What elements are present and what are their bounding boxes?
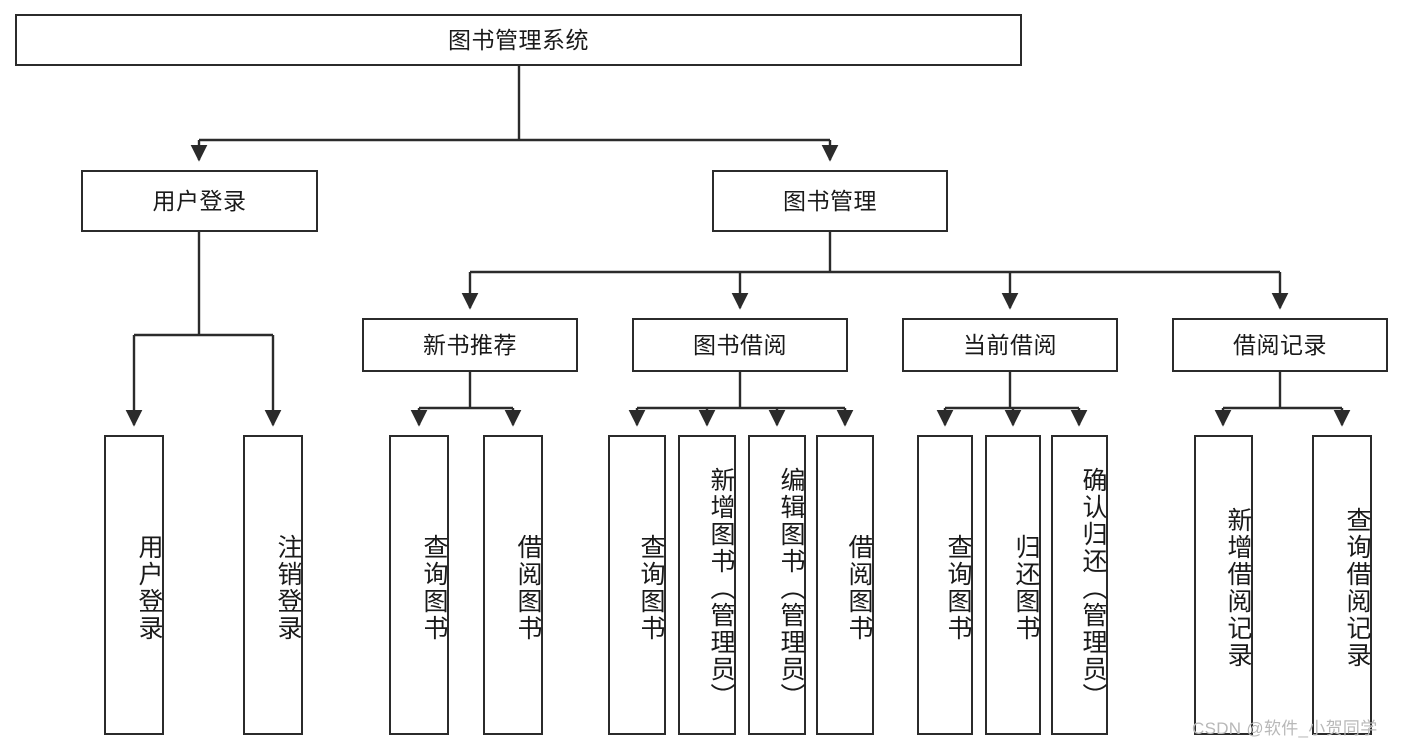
leaf-confirm-return-label: 确认归还（管理员） [1079, 466, 1107, 710]
node-book-manage-label: 图书管理 [783, 187, 877, 214]
leaf-borrow-book-1-label: 借阅图书 [514, 534, 542, 642]
node-current-borrow-label: 当前借阅 [963, 331, 1057, 358]
node-root[interactable]: 图书管理系统 [15, 14, 1022, 66]
leaf-query-book-3-label: 查询图书 [944, 534, 972, 642]
leaf-add-record-label: 新增借阅记录 [1224, 507, 1252, 669]
leaf-query-record-label: 查询借阅记录 [1343, 507, 1371, 669]
leaf-borrow-book-2[interactable]: 借阅图书 [816, 435, 874, 735]
leaf-query-record[interactable]: 查询借阅记录 [1312, 435, 1372, 735]
node-book-manage[interactable]: 图书管理 [712, 170, 948, 232]
leaf-add-book[interactable]: 新增图书（管理员） [678, 435, 736, 735]
leaf-user-login-label: 用户登录 [135, 534, 163, 642]
node-borrow-record[interactable]: 借阅记录 [1172, 318, 1388, 372]
node-user-login-label: 用户登录 [152, 187, 247, 214]
leaf-query-book-3[interactable]: 查询图书 [917, 435, 973, 735]
csdn-watermark: CSDN @软件_小贺同学 [1192, 719, 1378, 738]
leaf-confirm-return[interactable]: 确认归还（管理员） [1051, 435, 1108, 735]
leaf-user-logout-label: 注销登录 [274, 534, 302, 642]
leaf-edit-book-label: 编辑图书（管理员） [777, 466, 805, 710]
leaf-edit-book[interactable]: 编辑图书（管理员） [748, 435, 806, 735]
leaf-add-record[interactable]: 新增借阅记录 [1194, 435, 1253, 735]
leaf-add-book-label: 新增图书（管理员） [707, 466, 735, 710]
leaf-query-book-1-label: 查询图书 [420, 534, 448, 642]
leaf-return-book-label: 归还图书 [1012, 534, 1040, 642]
leaf-query-book-1[interactable]: 查询图书 [389, 435, 449, 735]
node-user-login[interactable]: 用户登录 [81, 170, 318, 232]
node-new-book-recommend[interactable]: 新书推荐 [362, 318, 578, 372]
leaf-query-book-2-label: 查询图书 [637, 534, 665, 642]
node-book-borrow-label: 图书借阅 [693, 331, 787, 358]
node-new-book-recommend-label: 新书推荐 [423, 331, 517, 358]
leaf-borrow-book-1[interactable]: 借阅图书 [483, 435, 543, 735]
leaf-borrow-book-2-label: 借阅图书 [845, 534, 873, 642]
node-current-borrow[interactable]: 当前借阅 [902, 318, 1118, 372]
leaf-user-logout[interactable]: 注销登录 [243, 435, 303, 735]
leaf-return-book[interactable]: 归还图书 [985, 435, 1041, 735]
node-borrow-record-label: 借阅记录 [1233, 331, 1327, 358]
node-book-borrow[interactable]: 图书借阅 [632, 318, 848, 372]
leaf-query-book-2[interactable]: 查询图书 [608, 435, 666, 735]
leaf-user-login[interactable]: 用户登录 [104, 435, 164, 735]
node-root-label: 图书管理系统 [448, 26, 589, 53]
